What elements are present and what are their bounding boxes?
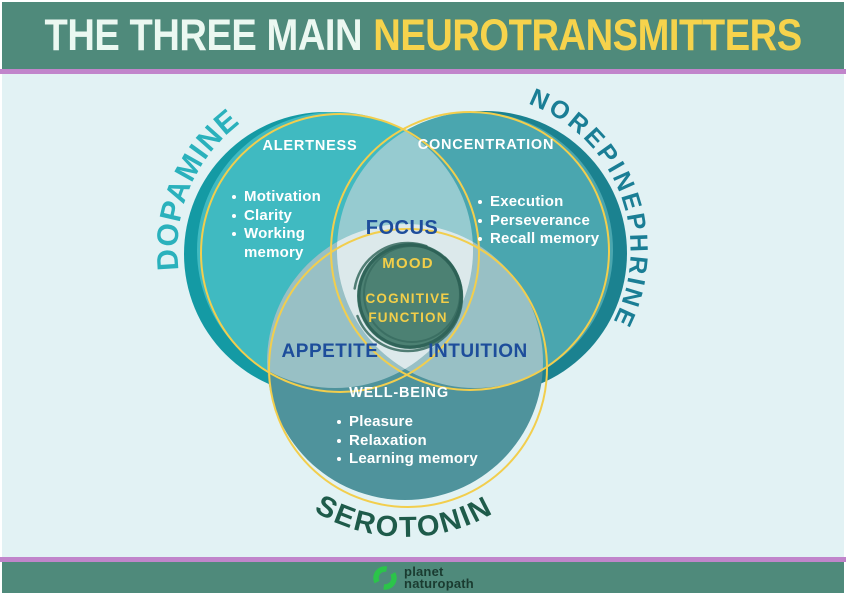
function-label: FUNCTION (368, 310, 448, 325)
bullet-icon (337, 457, 341, 461)
footer-band: planet naturopath (2, 562, 844, 593)
list-item: Pleasure (337, 413, 497, 432)
bullet-icon (337, 420, 341, 424)
bullet-icon (232, 195, 236, 199)
serotonin-list: Pleasure Relaxation Learning memory (337, 413, 497, 469)
bullet-icon (232, 213, 236, 218)
bullet-icon (337, 438, 341, 443)
title-main: THE THREE MAIN (44, 10, 362, 60)
center-sketch-ring-2 (363, 245, 461, 343)
center-sketch-ring-3 (352, 241, 464, 353)
list-item: Working memory (232, 225, 332, 262)
dopamine-list: Motivation Clarity Working memory (232, 188, 332, 262)
bullet-icon (478, 237, 482, 241)
header-separator (0, 69, 846, 74)
norepinephrine-yellow-ring (330, 111, 610, 391)
concentration-zone-title: CONCENTRATION (417, 137, 555, 153)
cognitive-label: COGNITIVE (365, 291, 451, 306)
brand-text: planet naturopath (404, 563, 474, 591)
list-item: Motivation (232, 188, 332, 207)
serotonin-yellow-ring (268, 228, 548, 508)
center-circle (352, 241, 464, 353)
intuition-label: INTUITION (428, 341, 528, 362)
bullet-icon (478, 218, 482, 223)
bullet-icon (232, 232, 236, 236)
footer-separator (0, 557, 846, 562)
list-item: Relaxation (337, 432, 497, 451)
brand-line1: planet (404, 563, 444, 579)
mood-label: MOOD (382, 255, 434, 272)
appetite-label: APPETITE (281, 341, 379, 362)
brand-line2: naturopath (404, 575, 474, 591)
overlap-appetite-region (267, 224, 473, 388)
list-item: Recall memory (478, 230, 603, 249)
dopamine-yellow-ring (200, 113, 480, 393)
alertness-zone-title: ALERTNESS (262, 138, 358, 154)
brand-logo: planet naturopath (372, 565, 474, 591)
list-item: Perseverance (478, 212, 603, 231)
list-item: Learning memory (337, 450, 497, 469)
wellbeing-zone-title: WELL-BEING (349, 385, 449, 401)
norepinephrine-list: Execution Perseverance Recall memory (478, 193, 603, 249)
bullet-icon (478, 200, 482, 204)
list-item: Execution (478, 193, 603, 212)
focus-label: FOCUS (365, 217, 439, 239)
title-accent: NEUROTRANSMITTERS (373, 10, 802, 60)
list-item: Clarity (232, 207, 332, 226)
planet-naturopath-icon (373, 565, 397, 590)
